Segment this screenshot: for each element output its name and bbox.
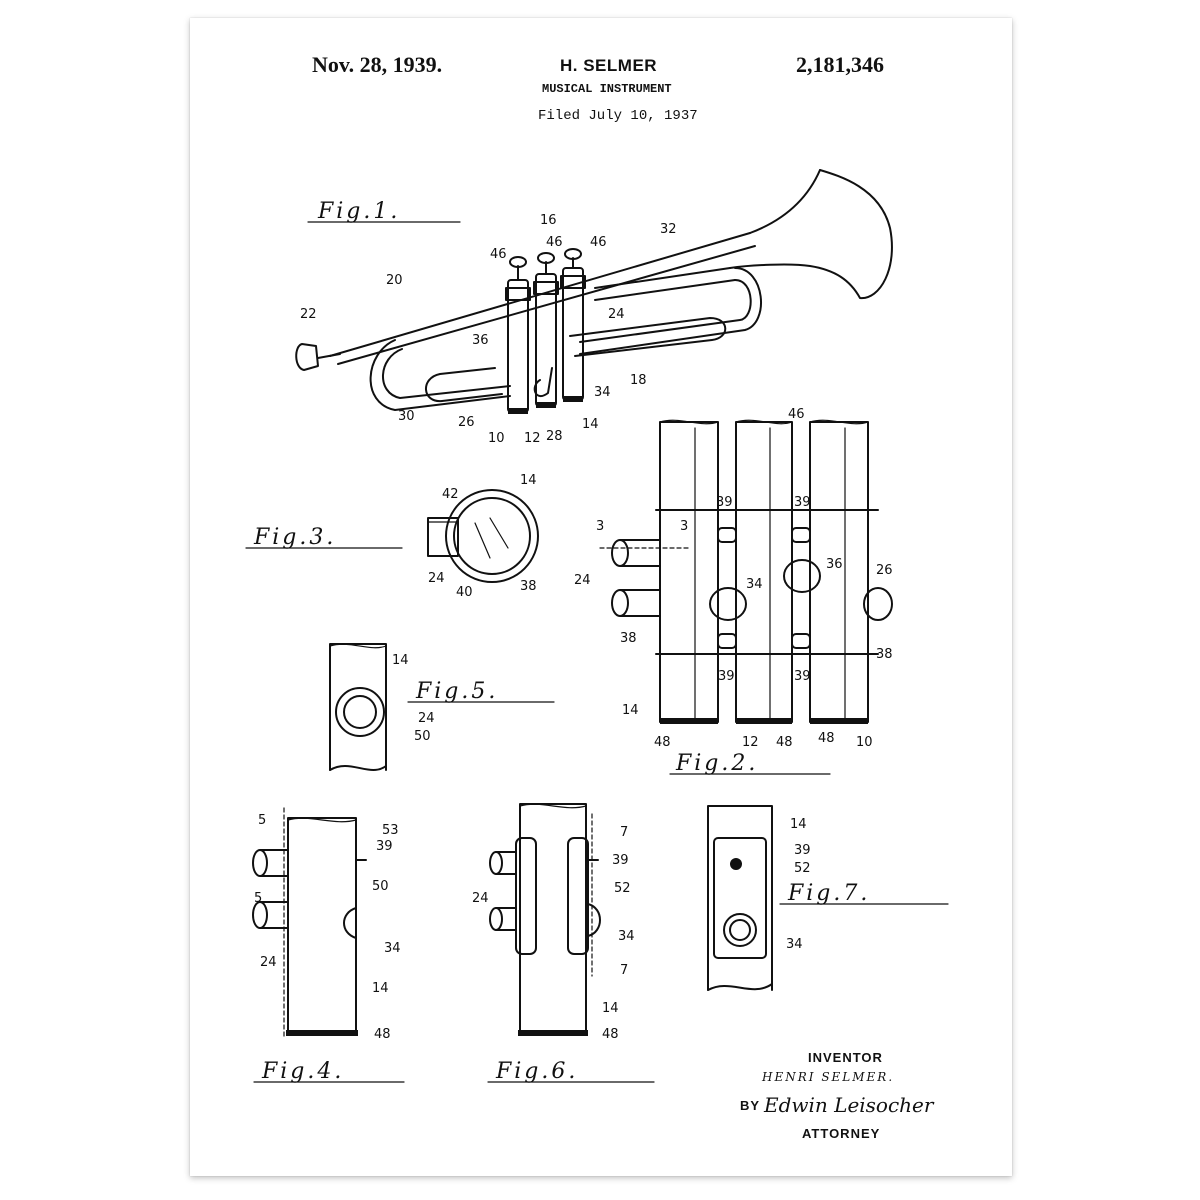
- fig2-label-26: 26: [876, 563, 893, 578]
- fig2-label-48a: 48: [654, 735, 671, 750]
- fig1-label-46b: 46: [546, 235, 563, 250]
- fig4-label-14: 14: [372, 981, 389, 996]
- fig7-caption: Fig.7.: [787, 881, 870, 906]
- fig1-label-26: 26: [458, 415, 475, 430]
- fig2-label-34: 34: [746, 577, 763, 592]
- figure-6: Fig.6. 7 39 24 52 34 7 14 48: [472, 803, 655, 1084]
- fig2-label-46: 46: [788, 407, 805, 422]
- figure-7: Fig.7. 14 39 52 34: [707, 805, 949, 991]
- fig2-label-39a: 39: [716, 495, 733, 510]
- fig1-label-46a: 46: [490, 247, 507, 262]
- inventor-name: HENRI SELMER.: [762, 1070, 895, 1084]
- fig6-label-7a: 7: [620, 825, 628, 840]
- figure-3-section: Fig.3. 42 14 24 40 38: [245, 473, 539, 600]
- fig3-label-42: 42: [442, 487, 459, 502]
- fig4-label-48: 48: [374, 1027, 391, 1042]
- fig3-label-40: 40: [456, 585, 473, 600]
- fig4-label-5a: 5: [258, 813, 266, 828]
- figure-2-valves: Fig.2.: [574, 407, 893, 776]
- fig1-label-30: 30: [398, 409, 415, 424]
- inventor-header: H. SELMER: [560, 56, 658, 75]
- fig2-label-3b: 3: [680, 519, 688, 534]
- fig7-label-52: 52: [794, 861, 811, 876]
- fig4-label-34: 34: [384, 941, 401, 956]
- fig2-caption: Fig.2.: [675, 751, 758, 776]
- fig5-label-50: 50: [414, 729, 431, 744]
- fig6-label-24: 24: [472, 891, 489, 906]
- fig2-label-14: 14: [622, 703, 639, 718]
- fig3-label-38: 38: [520, 579, 537, 594]
- fig4-caption: Fig.4.: [261, 1059, 344, 1084]
- fig1-label-12: 12: [524, 431, 541, 446]
- fig4-label-50: 50: [372, 879, 389, 894]
- inventor-heading: INVENTOR: [808, 1050, 883, 1065]
- fig3-caption: Fig.3.: [253, 525, 336, 550]
- fig5-caption: Fig.5.: [415, 679, 498, 704]
- fig4-label-24: 24: [260, 955, 277, 970]
- filed-date: Filed July 10, 1937: [538, 108, 698, 124]
- fig2-label-10: 10: [856, 735, 873, 750]
- fig4-label-39: 39: [376, 839, 393, 854]
- fig2-label-3a: 3: [596, 519, 604, 534]
- fig2-label-39b: 39: [794, 495, 811, 510]
- fig7-label-14: 14: [790, 817, 807, 832]
- fig1-label-20: 20: [386, 273, 403, 288]
- fig1-label-22: 22: [300, 307, 317, 322]
- fig7-label-34: 34: [786, 937, 803, 952]
- fig6-label-34: 34: [618, 929, 635, 944]
- attorney-signature: Edwin Leisocher: [763, 1093, 935, 1117]
- attorney-label: ATTORNEY: [802, 1126, 881, 1141]
- fig2-label-39c: 39: [718, 669, 735, 684]
- fig1-label-34: 34: [594, 385, 611, 400]
- fig4-label-5b: 5: [254, 891, 262, 906]
- fig3-label-14: 14: [520, 473, 537, 488]
- fig2-label-38a: 38: [620, 631, 637, 646]
- by-label: BY: [740, 1098, 761, 1113]
- patent-sheet: Nov. 28, 1939. H. SELMER 2,181,346 MUSIC…: [190, 18, 1012, 1176]
- fig1-label-24: 24: [608, 307, 625, 322]
- figure-1-trumpet: Fig.1.: [295, 169, 893, 446]
- fig6-label-14: 14: [602, 1001, 619, 1016]
- fig3-label-24: 24: [428, 571, 445, 586]
- fig6-label-48: 48: [602, 1027, 619, 1042]
- patent-date: Nov. 28, 1939.: [312, 52, 443, 77]
- fig2-label-39d: 39: [794, 669, 811, 684]
- fig2-label-38b: 38: [876, 647, 893, 662]
- figure-4: Fig.4. 5 53 39 50 5 34 24 14 48: [252, 807, 405, 1084]
- fig1-label-14: 14: [582, 417, 599, 432]
- fig2-label-24: 24: [574, 573, 591, 588]
- fig5-label-24: 24: [418, 711, 435, 726]
- fig6-label-52: 52: [614, 881, 631, 896]
- patent-title: MUSICAL INSTRUMENT: [542, 82, 672, 96]
- fig1-label-46c: 46: [590, 235, 607, 250]
- fig1-label-36: 36: [472, 333, 489, 348]
- fig1-caption: Fig.1.: [317, 199, 400, 224]
- fig4-label-53: 53: [382, 823, 399, 838]
- figure-5: Fig.5. 14 24 50: [329, 643, 555, 771]
- fig6-caption: Fig.6.: [495, 1059, 578, 1084]
- fig2-label-36: 36: [826, 557, 843, 572]
- fig1-label-18: 18: [630, 373, 647, 388]
- fig6-label-39: 39: [612, 853, 629, 868]
- fig1-label-16: 16: [540, 213, 557, 228]
- fig2-label-48b: 48: [776, 735, 793, 750]
- fig1-label-28: 28: [546, 429, 563, 444]
- fig6-label-7b: 7: [620, 963, 628, 978]
- fig1-label-32: 32: [660, 222, 677, 237]
- fig5-label-14: 14: [392, 653, 409, 668]
- fig1-label-10: 10: [488, 431, 505, 446]
- fig2-label-12: 12: [742, 735, 759, 750]
- fig2-label-48c: 48: [818, 731, 835, 746]
- fig7-label-39: 39: [794, 843, 811, 858]
- patent-drawings: Fig.1.: [245, 169, 949, 1117]
- patent-number: 2,181,346: [796, 52, 884, 77]
